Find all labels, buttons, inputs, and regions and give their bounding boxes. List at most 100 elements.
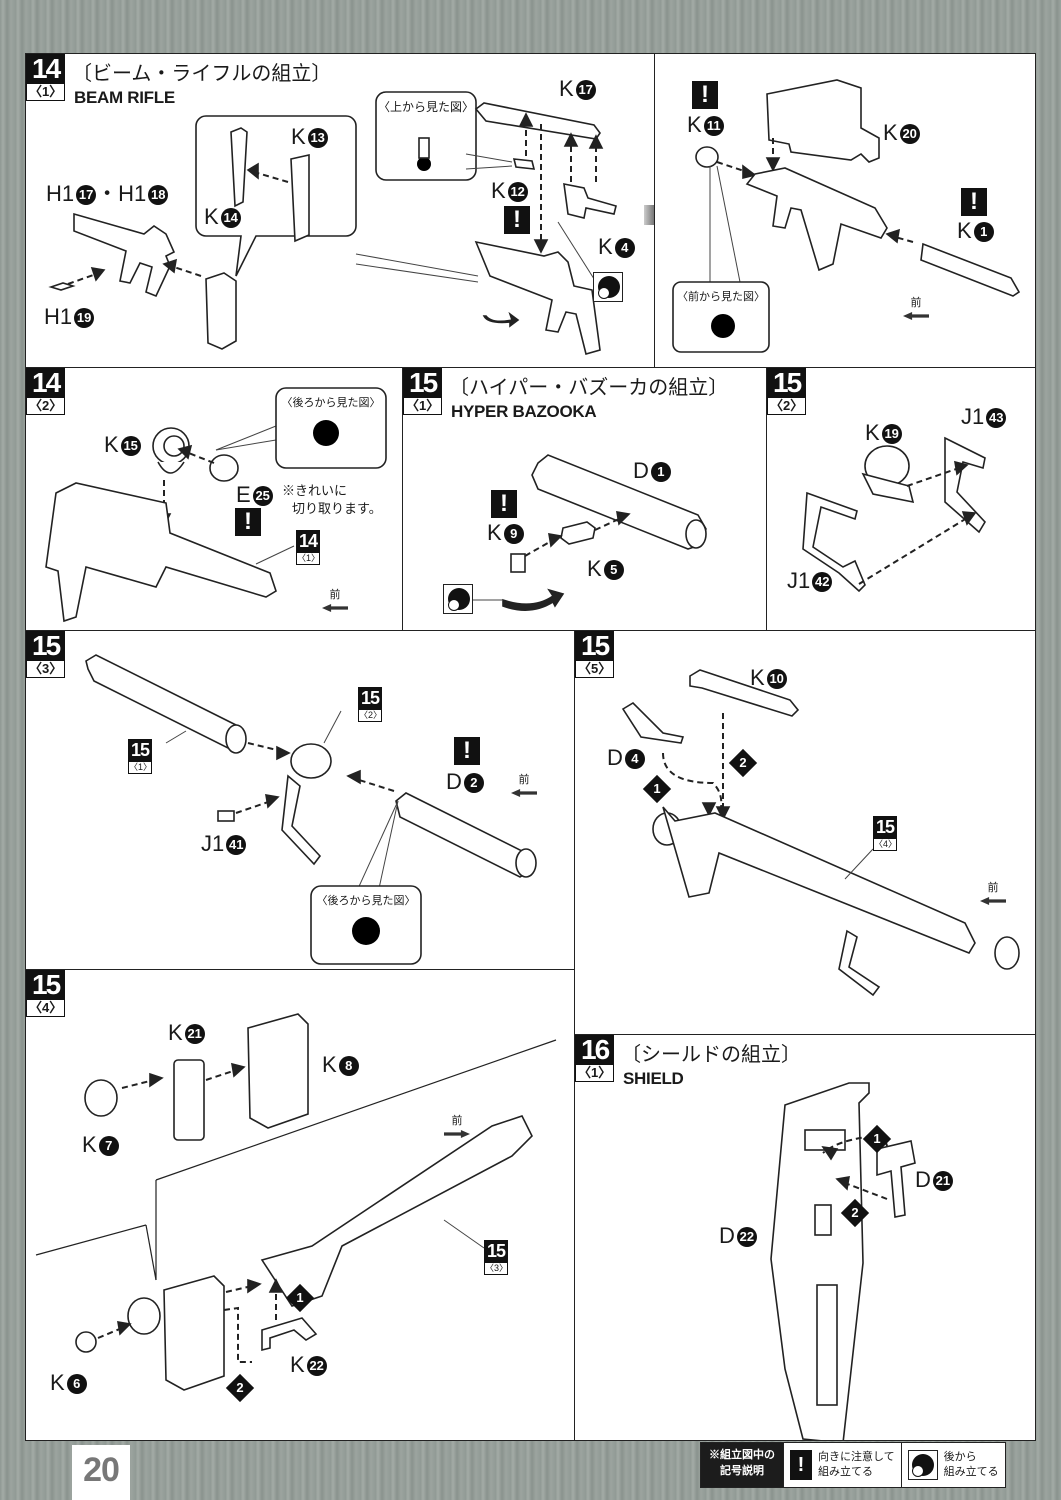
part-k5 [560,521,596,545]
rifle-body-assembled [745,167,888,272]
step-badge: 15 〈2〉 [767,368,807,415]
orientation-warning-icon: ! [454,737,480,765]
order-step-1-icon: 1 [285,1283,315,1313]
front-label: 前 [329,589,341,601]
front-arrow-icon [903,312,929,320]
front-view-caption: 〈前から見た図〉 [677,291,765,303]
step-badge: 14 〈2〉 [26,368,66,415]
reference-step-15-3: 15 〈3〉 [484,1240,509,1275]
orientation-warning-icon: ! [235,508,261,536]
back-view-caption: 〈後ろから見た図〉 [281,397,381,409]
part-k4 [563,182,617,219]
assemble-later-icon [443,584,473,614]
section-title-en: HYPER BAZOOKA [451,402,597,421]
bazooka-assembled [662,806,976,954]
top-view-callout: 〈上から見た図〉 [376,92,476,180]
bazooka-barrel-drawing [85,654,537,965]
part-k15 [152,427,190,465]
part-k12 [512,158,536,170]
step-badge: 15 〈1〉 [403,368,443,415]
rifle-frame-assembled [474,240,601,355]
part-k9 [510,553,526,573]
front-view-callout: 〈前から見た図〉 [673,282,769,352]
part-k21 [173,1059,205,1141]
step-substep: 〈3〉 [26,661,66,678]
part-d2 [395,792,531,878]
assemble-later-icon [907,1450,938,1480]
front-direction-indicator: 前 [511,771,537,797]
front-direction-indicator: 前 [444,1112,470,1138]
reference-step-15-2: 15 〈2〉 [358,687,383,722]
step-substep: 〈5〉 [575,661,615,678]
part-k7 [84,1079,118,1117]
bazooka-body-from-15-1 [85,654,243,753]
step-substep: 〈1〉 [575,1065,615,1082]
front-label: 前 [987,882,999,894]
step-number: 14 [26,368,66,398]
step-substep: 〈1〉 [403,398,443,415]
part-k22 [261,1317,318,1352]
part-k11 [695,146,719,168]
step-substep: 〈2〉 [767,398,807,415]
rifle-frame-h17-h18 [73,212,176,298]
order-step-1-icon: 1 [862,1124,892,1154]
legend-item-assemble-later: 後から 組み立てる [900,1443,1005,1487]
reference-step-15-1: 15 〈1〉 [128,739,153,774]
order-step-2-icon: 2 [728,748,758,778]
part-k6 [75,1331,97,1353]
orientation-warning-icon: ! [504,206,530,234]
cut-cleanly-note: ※きれいに 切り取ります。 [282,483,382,516]
section-title-en: SHIELD [623,1069,684,1088]
part-d1 [531,454,707,550]
reference-step-14-1: 14 〈1〉 [296,530,321,565]
step-substep: 〈4〉 [26,1000,66,1017]
front-arrow-icon [980,897,1006,905]
part-k17 [474,102,601,140]
front-arrow-icon [322,604,348,612]
part-k13 [290,154,310,243]
part-k8 [247,1013,309,1129]
order-step-2-icon: 2 [840,1198,870,1228]
step-number: 15 [575,631,615,661]
front-arrow-icon [511,789,537,797]
part-k20 [766,79,880,163]
symbol-legend: ※組立図中の 記号説明 ! 向きに注意して 組み立てる 後から 組み立てる [700,1442,1006,1488]
legend-assemble-later-text: 後から 組み立てる [943,1451,999,1478]
section-title-jp: 〔ハイパー・バズーカの組立〕 [449,377,729,399]
back-view-caption: 〈後ろから見た図〉 [316,895,416,907]
step-badge: 15 〈4〉 [26,970,66,1017]
order-step-1-icon: 1 [642,774,672,804]
part-j1-43 [944,436,986,534]
shield-drawing [770,1082,916,1440]
grip-assembly [205,272,237,350]
bazooka-tube-assembled [260,1115,533,1307]
part-d21 [876,1140,916,1218]
reference-step-15-4: 15 〈4〉 [873,816,898,851]
front-label: 前 [518,774,530,786]
back-view-callout: 〈後ろから見た図〉 [276,388,386,468]
grip-from-15-2 [290,743,332,779]
